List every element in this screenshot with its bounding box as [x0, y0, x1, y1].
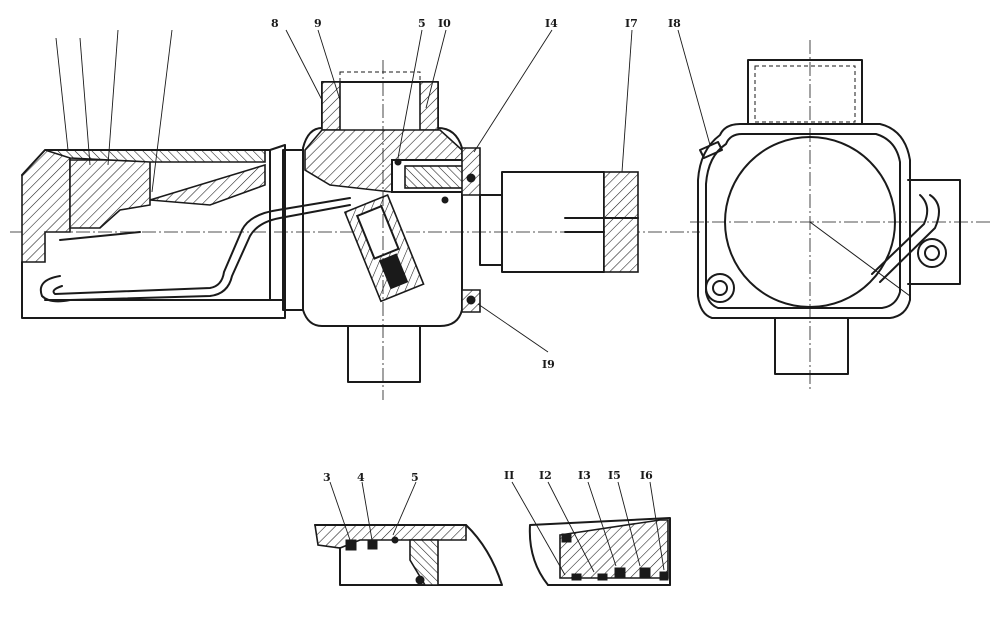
- callout-labels: 8 9 5 I0 I4 I7 I8 I9 3 4 5 II I2 I3 I5 I…: [271, 17, 681, 484]
- callout-19: I9: [542, 358, 555, 371]
- end-view-left-bolt: [705, 273, 735, 303]
- end-view-top-port: [747, 59, 863, 125]
- spool-seal-pack: [404, 165, 466, 189]
- callout-14: I4: [545, 17, 558, 30]
- end-view-pipe-a: [879, 194, 940, 283]
- detail-right-section: [559, 519, 669, 579]
- callout-11: II: [504, 469, 514, 482]
- callout-5-bottom: 5: [411, 471, 419, 484]
- detail-left: [314, 524, 503, 586]
- end-view-left-bolt-inner: [712, 280, 728, 296]
- detail-right-seal-a: [561, 533, 572, 543]
- callout-4: 4: [357, 471, 365, 484]
- inner-nut: [69, 159, 151, 229]
- detail-left-outline: [314, 524, 503, 586]
- detail-right-seal-b: [571, 573, 582, 581]
- seal-dot-a: [394, 158, 402, 166]
- detail-left-seal-4: [367, 539, 378, 550]
- end-view-diag: [809, 221, 911, 297]
- detail-right-outline: [528, 517, 671, 586]
- bent-pipe-inner: [52, 197, 351, 295]
- piston-rod: [479, 194, 503, 266]
- detail-left-seal-lower: [415, 575, 425, 585]
- callout-13: I3: [578, 469, 591, 482]
- detail-left-seal-5: [391, 536, 399, 544]
- callout-10: I0: [438, 17, 451, 30]
- bottom-port: [347, 325, 421, 383]
- callout-17: I7: [625, 17, 638, 30]
- piston-disk: [603, 171, 639, 273]
- end-view-pipe-b: [871, 194, 929, 275]
- end-view-bracket: [907, 179, 961, 285]
- grease-nipple: [699, 141, 723, 159]
- bent-pipe-outer: [39, 204, 351, 303]
- o-ring-top: [466, 173, 476, 183]
- o-ring-bottom: [466, 295, 476, 305]
- callout-8: 8: [271, 17, 279, 30]
- top-port-thread: [339, 71, 421, 131]
- detail-right-seal-e: [639, 567, 651, 579]
- detail-right: [528, 517, 671, 586]
- detail-left-seal-3: [345, 539, 357, 551]
- top-port-left-wall: [321, 81, 341, 131]
- pipe-seg: [59, 231, 141, 241]
- callout-9: 9: [314, 17, 322, 30]
- end-view-outline: [697, 123, 911, 319]
- top-port-right-wall: [419, 81, 439, 131]
- seal-dot-b: [441, 196, 449, 204]
- detail-left-boss: [409, 539, 439, 586]
- end-view-bracket-bolt-inner: [924, 245, 940, 261]
- check-valve-bore: [355, 204, 400, 260]
- callout-12: I2: [539, 469, 552, 482]
- end-view: [690, 40, 990, 390]
- end-view-inner-outline: [705, 133, 901, 309]
- end-view-bracket-bolt: [917, 238, 947, 268]
- callout-18: I8: [668, 17, 681, 30]
- outer-tube: [21, 144, 286, 319]
- detail-right-seal-d: [614, 567, 626, 579]
- detail-right-seal-f: [659, 571, 669, 581]
- detail-right-seal-c: [597, 573, 608, 581]
- inner-wedge: [149, 163, 266, 206]
- callout-3: 3: [323, 471, 331, 484]
- callout-16: I6: [640, 469, 653, 482]
- callout-15: I5: [608, 469, 621, 482]
- leader-lines: [55, 29, 711, 576]
- piston-hub: [501, 171, 605, 273]
- check-valve-plug: [379, 253, 409, 290]
- end-view-bottom-port: [774, 317, 849, 375]
- main-section-view: [10, 60, 700, 400]
- right-gland-top: [461, 147, 481, 196]
- callout-5-top: 5: [418, 17, 426, 30]
- end-view-top-thread: [754, 65, 856, 123]
- detail-left-wall: [314, 524, 467, 549]
